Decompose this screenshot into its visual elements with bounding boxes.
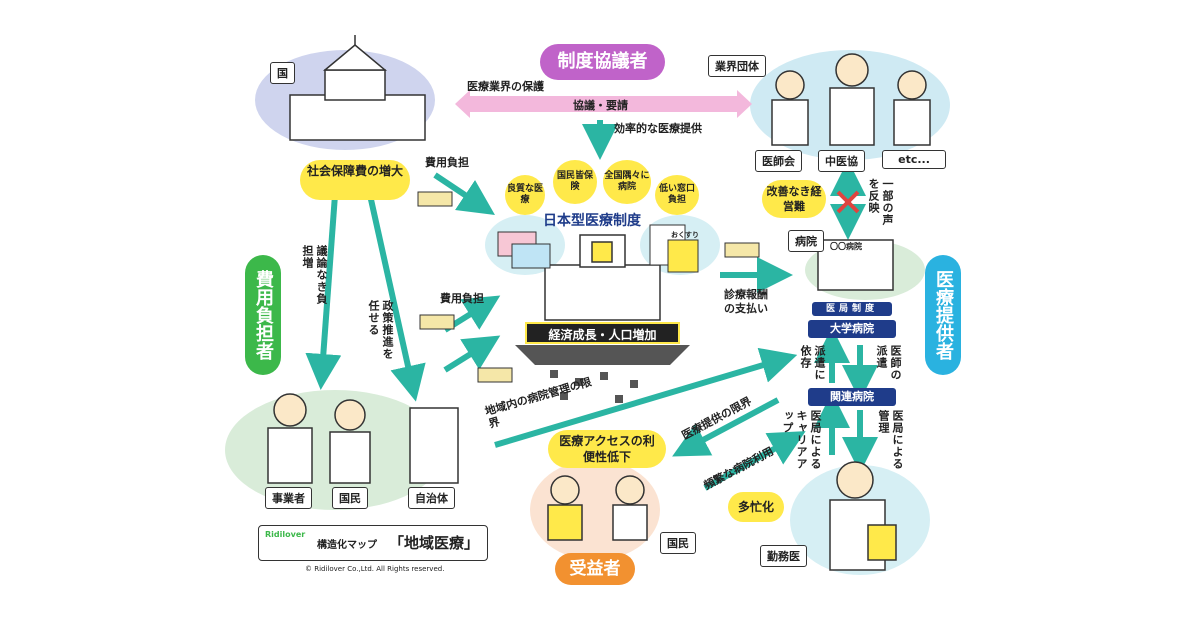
bubble-low-cost: 低い窓口負担	[655, 175, 699, 215]
busy-badge: 多忙化	[728, 492, 784, 522]
negotiate-label: 協議・要請	[573, 99, 628, 112]
brand-small: 構造化マップ	[317, 540, 377, 551]
medicine-notebook-icon	[649, 224, 699, 273]
arrow-supply-limit	[672, 397, 780, 457]
social-cost-badge: 社会保障費の増大	[300, 160, 410, 200]
access-badge: 医療アクセスの利便性低下	[548, 430, 666, 468]
arrow-frequent	[703, 431, 806, 491]
cross-icon	[836, 190, 860, 214]
provider-title: 医療提供者	[925, 255, 961, 375]
career-label: 医局によるキャリアアップ	[781, 410, 822, 470]
industry-label: 業界団体	[708, 55, 766, 77]
bubble-hospitals: 全国隅々に病院	[603, 160, 651, 204]
university-hospital: 大学病院	[808, 320, 896, 338]
arrow-cost-top	[433, 172, 495, 215]
foundation-rubble	[515, 345, 690, 403]
payer-citizen: 国民	[332, 487, 368, 509]
bubble-quality: 良質な医療	[505, 175, 545, 215]
dispatch-right-label: 医師の派遣	[875, 345, 902, 381]
diet-building-icon	[289, 35, 426, 141]
doctor-icon	[829, 461, 897, 571]
industry-group-1: 医師会	[755, 150, 802, 172]
hospital-sign: 〇〇病院	[830, 242, 862, 251]
industry-group-3: etc...	[882, 150, 946, 169]
copyright: © Ridilover Co.,Ltd. All Rights reserved…	[305, 565, 445, 573]
ikyoku-label: 医局制度	[812, 302, 892, 316]
payers-icon	[267, 393, 459, 484]
cost-burden-mid: 費用負担	[440, 292, 484, 305]
payer-municipality: 自治体	[408, 487, 455, 509]
voice-label: 一部の声を反映	[867, 178, 894, 226]
elderly-people-icon	[547, 475, 648, 541]
country-label: 国	[270, 62, 295, 84]
provider-hospital-icon	[817, 239, 894, 291]
council-title: 制度協議者	[540, 44, 665, 80]
dispatch-left-label: 派遣に依存	[799, 345, 826, 381]
brand-box: Ridilover 構造化マップ 「地域医療」	[258, 525, 488, 561]
money-icon	[417, 191, 760, 383]
arrow-cost-left	[305, 194, 342, 390]
improve-badge: 改善なき経営難	[762, 180, 826, 218]
insurance-card-icon	[497, 231, 551, 269]
leave-policy-label: 政策推進を任せる	[367, 300, 394, 360]
medicine-card-label: おくすり	[671, 231, 699, 239]
doctor-label: 勤務医	[760, 545, 807, 567]
cost-burden-top: 費用負担	[425, 156, 469, 169]
payer-title: 費用負担者	[245, 255, 281, 375]
bubble-insurance: 国民皆保険	[553, 160, 597, 204]
hospital-label: 病院	[788, 230, 824, 252]
payer-business: 事業者	[265, 487, 312, 509]
beneficiary-title: 受益者	[555, 553, 635, 585]
brand-title: 「地域医療」	[389, 534, 480, 552]
related-hospital: 関連病院	[808, 388, 896, 406]
negotiation-arrow	[455, 90, 752, 118]
arrow-regional	[494, 347, 798, 448]
protect-label: 医療業界の保護	[467, 80, 544, 93]
fee-label: 診療報酬の支払い	[724, 288, 768, 315]
arrow-policy	[367, 194, 426, 402]
system-title: 日本型医療制度	[543, 213, 641, 229]
industry-people-icon	[771, 53, 931, 146]
no-discussion-label: 議論なき負担増	[301, 245, 328, 305]
efficient-label: 効率的な医療提供	[614, 122, 702, 135]
arrow-cost-mid2	[443, 335, 501, 373]
system-hospital-icon	[544, 234, 661, 321]
brand-logo: Ridilover	[265, 530, 306, 539]
foundation-label: 経済成長・人口増加	[525, 322, 680, 344]
citizen-label: 国民	[660, 532, 696, 554]
control-label: 医局による管理	[877, 410, 904, 470]
industry-group-2: 中医協	[818, 150, 865, 172]
